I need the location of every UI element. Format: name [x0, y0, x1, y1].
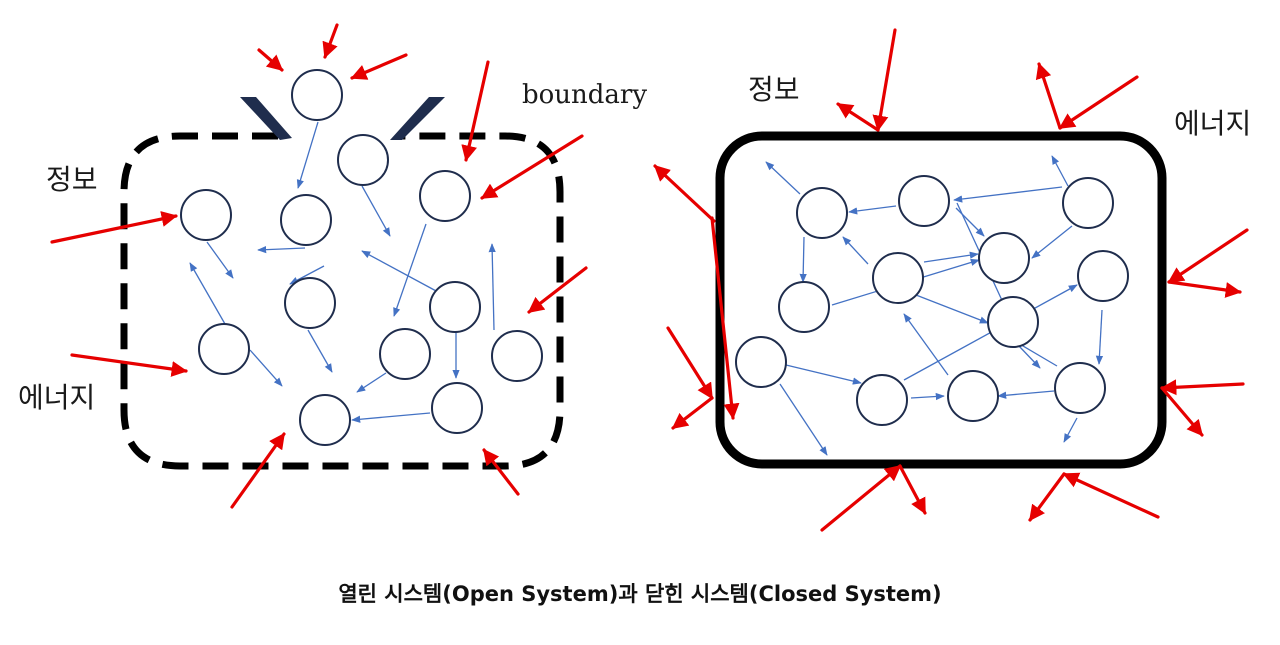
particle [291, 69, 343, 121]
particle [299, 394, 351, 446]
external-arrow [482, 448, 520, 496]
external-arrow [480, 134, 584, 200]
external-arrow [1035, 62, 1062, 130]
external-arrow [527, 266, 588, 314]
particle [796, 187, 848, 239]
internal-arrow [257, 246, 306, 254]
particle [431, 382, 483, 434]
particle [1054, 362, 1106, 414]
particle [198, 323, 250, 375]
external-arrow [1167, 280, 1242, 298]
external-arrow [50, 211, 178, 244]
external-arrow [671, 396, 714, 430]
external-arrow [257, 48, 284, 72]
internal-arrow [953, 186, 1063, 203]
internal-arrow [361, 250, 439, 293]
external-arrow [230, 432, 286, 509]
external-arrow [820, 464, 902, 532]
external-arrow [1058, 75, 1139, 130]
particle [898, 175, 950, 227]
external-arrow [1160, 386, 1204, 437]
external-arrow [710, 216, 740, 420]
internal-arrow [955, 207, 985, 237]
internal-arrow [848, 205, 897, 215]
internal-arrow [1095, 309, 1104, 365]
internal-arrow [785, 364, 862, 385]
internal-arrow [1063, 417, 1078, 443]
external-arrow [70, 353, 188, 377]
external-arrow [1028, 472, 1066, 522]
particle [856, 374, 908, 426]
open-system-energy-label: 에너지 [18, 381, 96, 414]
internal-arrow [765, 161, 801, 195]
particle [491, 330, 543, 382]
particle [379, 328, 431, 380]
internal-arrow [799, 236, 807, 283]
particle [1077, 250, 1129, 302]
internal-arrow [189, 262, 226, 325]
particle [987, 296, 1039, 348]
closed-system-info-label: 정보 [748, 73, 800, 106]
internal-arrow [393, 223, 427, 317]
internal-arrow [1051, 155, 1069, 187]
open-system-info-label: 정보 [46, 163, 98, 196]
particle [947, 370, 999, 422]
particle [280, 194, 332, 246]
closed-system-energy-label: 에너지 [1174, 107, 1252, 140]
particle [1062, 177, 1114, 229]
internal-arrow [351, 412, 431, 423]
internal-arrow [1031, 225, 1073, 259]
open-boundary [120, 132, 564, 470]
diagram-caption: 열린 시스템(Open System)과 닫힌 시스템(Closed Syste… [338, 582, 942, 606]
internal-arrow [488, 243, 496, 331]
funnel-left [240, 97, 292, 140]
external-arrow [322, 23, 339, 59]
internal-arrow [903, 313, 949, 376]
external-arrow [1160, 379, 1245, 396]
particle [180, 189, 232, 241]
internal-arrow [289, 265, 325, 285]
external-arrow [666, 326, 714, 400]
internal-arrow [997, 390, 1055, 399]
internal-arrow [356, 372, 387, 393]
internal-arrow [1017, 344, 1041, 369]
funnel-right [390, 97, 445, 140]
internal-arrow [910, 392, 945, 401]
external-arrow [872, 28, 897, 132]
external-arrow [1167, 228, 1249, 284]
particle [419, 170, 471, 222]
external-arrow [898, 464, 927, 515]
internal-arrow [361, 185, 391, 237]
external-arrow [461, 60, 490, 162]
closed-system [653, 28, 1249, 532]
internal-arrow [915, 294, 989, 324]
open-system [50, 23, 588, 509]
internal-arrow [296, 121, 319, 189]
external-arrow [836, 102, 880, 132]
internal-arrow [779, 383, 828, 456]
internal-arrow [923, 251, 979, 263]
internal-arrow [206, 241, 234, 279]
particle [337, 134, 389, 186]
boundary-label: boundary [522, 80, 648, 110]
particle [429, 281, 481, 333]
internal-arrow [842, 236, 869, 265]
internal-arrow [249, 349, 283, 387]
particle [978, 232, 1030, 284]
external-arrow [653, 164, 716, 223]
internal-arrow [307, 329, 333, 373]
particle [872, 252, 924, 304]
external-arrow [1062, 472, 1160, 519]
particle [735, 336, 787, 388]
particle [284, 277, 336, 329]
external-arrow [350, 53, 408, 80]
particle [778, 281, 830, 333]
